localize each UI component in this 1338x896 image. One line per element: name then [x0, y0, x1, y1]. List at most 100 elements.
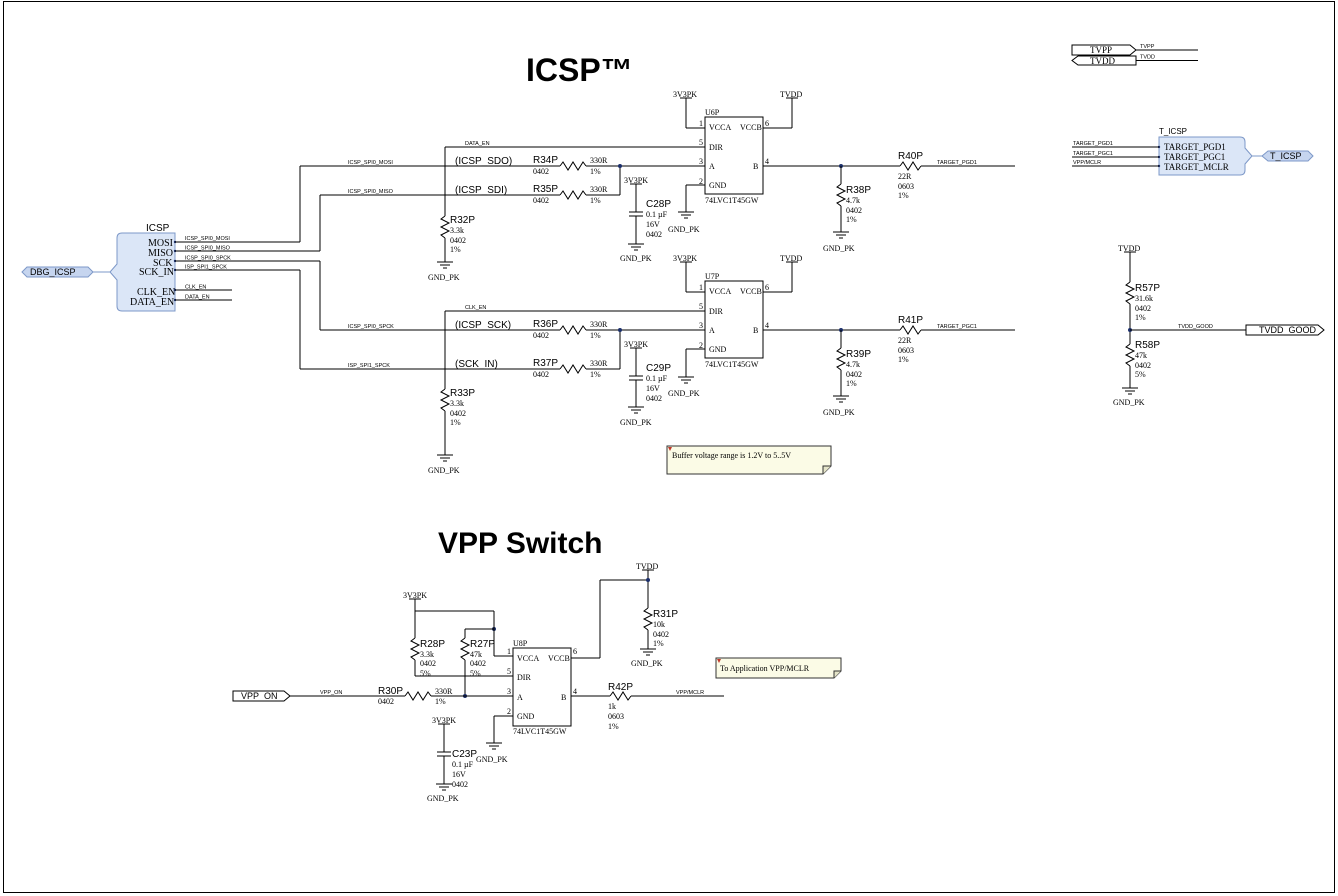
svg-text:TVDD: TVDD [1090, 56, 1115, 66]
r58-tol: 5% [1135, 370, 1146, 379]
u7p-pin1: 1 [699, 283, 703, 292]
r34-pkg: 0402 [533, 167, 549, 176]
r30-value: 330R [435, 687, 453, 696]
c29-value: 0.1 µF [646, 374, 668, 383]
t-icsp-sheet-block[interactable] [1158, 136, 1253, 176]
gnd-icon [1122, 387, 1138, 395]
c23-pkg: 0402 [452, 780, 468, 789]
u6p-vccb: VCCB [740, 123, 762, 132]
gnd-icon [628, 243, 644, 251]
u8p-pin3: 3 [507, 687, 511, 696]
c29-pkg: 0402 [646, 394, 662, 403]
net-label-mosi-block: ICSP_SPI0_MOSI [185, 236, 230, 242]
r38-value: 4.7k [846, 196, 860, 205]
r42-tol: 1% [608, 722, 619, 731]
r57-pkg: 0402 [1135, 304, 1151, 313]
u6p-b: B [753, 162, 758, 171]
r36-tol: 1% [590, 331, 601, 340]
dbg-icsp-port[interactable]: DBG_ICSP [21, 266, 94, 278]
u8p-b: B [561, 693, 566, 702]
t-icsp-port[interactable]: T_ICSP [1261, 150, 1314, 162]
net-label-vpp-on: VPP_ON [320, 690, 342, 696]
u6p-a: A [709, 162, 715, 171]
u6p-vcca: VCCA [709, 123, 731, 132]
net-label-target-pgc1: TARGET_PGC1 [937, 324, 977, 330]
vpp-on-port[interactable]: VPP_ON [232, 690, 291, 702]
r33-value: 3.3k [450, 399, 464, 408]
r28-value: 3.3k [420, 650, 434, 659]
u6p-ref: U6P [705, 108, 720, 117]
r40-ref: R40P [898, 151, 923, 162]
gnd-icon [833, 231, 849, 239]
u7p-b: B [753, 326, 758, 335]
net-label-tvdd-good: TVDD_GOOD [1178, 324, 1213, 330]
u6p-pin4: 4 [765, 157, 769, 166]
label-icsp-sdo: (ICSP_SDO) [455, 156, 512, 167]
net-label-tvpp: TVPP [1140, 44, 1155, 50]
r58-value: 47k [1135, 351, 1147, 360]
tvpp-port[interactable]: TVPP [1071, 44, 1137, 56]
tvdd-port[interactable]: TVDD [1071, 55, 1137, 66]
svg-text:TVDD_GOOD: TVDD_GOOD [1259, 325, 1317, 335]
r35-pkg: 0402 [533, 196, 549, 205]
r37-value: 330R [590, 359, 608, 368]
label-icsp-sck: (ICSP_SCK) [455, 320, 511, 331]
net-label-t-vppmclr: VPP/MCLR [1073, 160, 1101, 166]
t-icsp-pin-mclr: TARGET_MCLR [1164, 162, 1229, 172]
r58-ref: R58P [1135, 340, 1160, 351]
u6p-buffer[interactable] [704, 116, 764, 195]
gnd-icon [437, 454, 453, 462]
u7p-pin5: 5 [699, 302, 703, 311]
c29-gnd-label: GND_PK [620, 418, 652, 427]
buffer-range-note [666, 445, 832, 475]
icsp-title: ICSP™ [526, 52, 633, 88]
u6p-pin6: 6 [765, 119, 769, 128]
r34-tol: 1% [590, 167, 601, 176]
icsp-sheet-block[interactable] [109, 232, 176, 312]
c28-gnd-label: GND_PK [620, 254, 652, 263]
u7p-pin4: 4 [765, 321, 769, 330]
u8p-pin4: 4 [573, 687, 577, 696]
net-label-t-pgc1: TARGET_PGC1 [1073, 151, 1113, 157]
net-label-miso-block: ICSP_SPI0_MISO [185, 246, 231, 252]
u7p-vcca: VCCA [709, 287, 731, 296]
u6p-gnd: GND [709, 181, 727, 190]
u7p-buffer[interactable] [704, 280, 764, 359]
r58-pkg: 0402 [1135, 361, 1151, 370]
r41-ref: R41P [898, 315, 923, 326]
r32-pkg: 0402 [450, 236, 466, 245]
net-label-clk-en: CLK_EN [465, 305, 486, 311]
r57-ref: R57P [1135, 283, 1160, 294]
r27-pkg: 0402 [470, 659, 486, 668]
r28-ref: R28P [420, 639, 445, 650]
r38-ref: R38P [846, 185, 871, 196]
tvdd-good-port[interactable]: TVDD_GOOD [1245, 324, 1325, 336]
u7p-tvdd-label: TVDD [780, 254, 802, 263]
r32-value: 3.3k [450, 226, 464, 235]
gnd-icon [640, 648, 656, 656]
r30-ref: R30P [378, 686, 403, 697]
label-icsp-sdi: (ICSP_SDI) [455, 185, 507, 196]
r40-tol: 1% [898, 191, 909, 200]
net-label-target-pgd1: TARGET_PGD1 [937, 160, 977, 166]
gnd-icon [678, 211, 694, 219]
t-icsp-pin-pgc1: TARGET_PGC1 [1164, 152, 1225, 162]
svg-text:VPP_ON: VPP_ON [241, 691, 278, 701]
r31-pkg: 0402 [653, 630, 669, 639]
u7p-a: A [709, 326, 715, 335]
u6p-dir: DIR [709, 143, 723, 152]
r36-ref: R36P [533, 319, 558, 330]
r28-tol: 5% [420, 669, 431, 678]
svg-text:TVPP: TVPP [1090, 45, 1112, 55]
gnd-icon [436, 783, 452, 791]
net-label-spck: ICSP_SPI0_SPCK [348, 324, 394, 330]
r33-ref: R33P [450, 388, 475, 399]
u6p-3v3-label: 3V3PK [673, 90, 697, 99]
u8p-buffer[interactable] [512, 647, 572, 727]
r37-ref: R37P [533, 358, 558, 369]
r27-value: 47k [470, 650, 482, 659]
r38-gnd-label: GND_PK [823, 244, 855, 253]
u8p-dir: DIR [517, 673, 531, 682]
net-label-mosi: ICSP_SPI0_MOSI [348, 160, 393, 166]
